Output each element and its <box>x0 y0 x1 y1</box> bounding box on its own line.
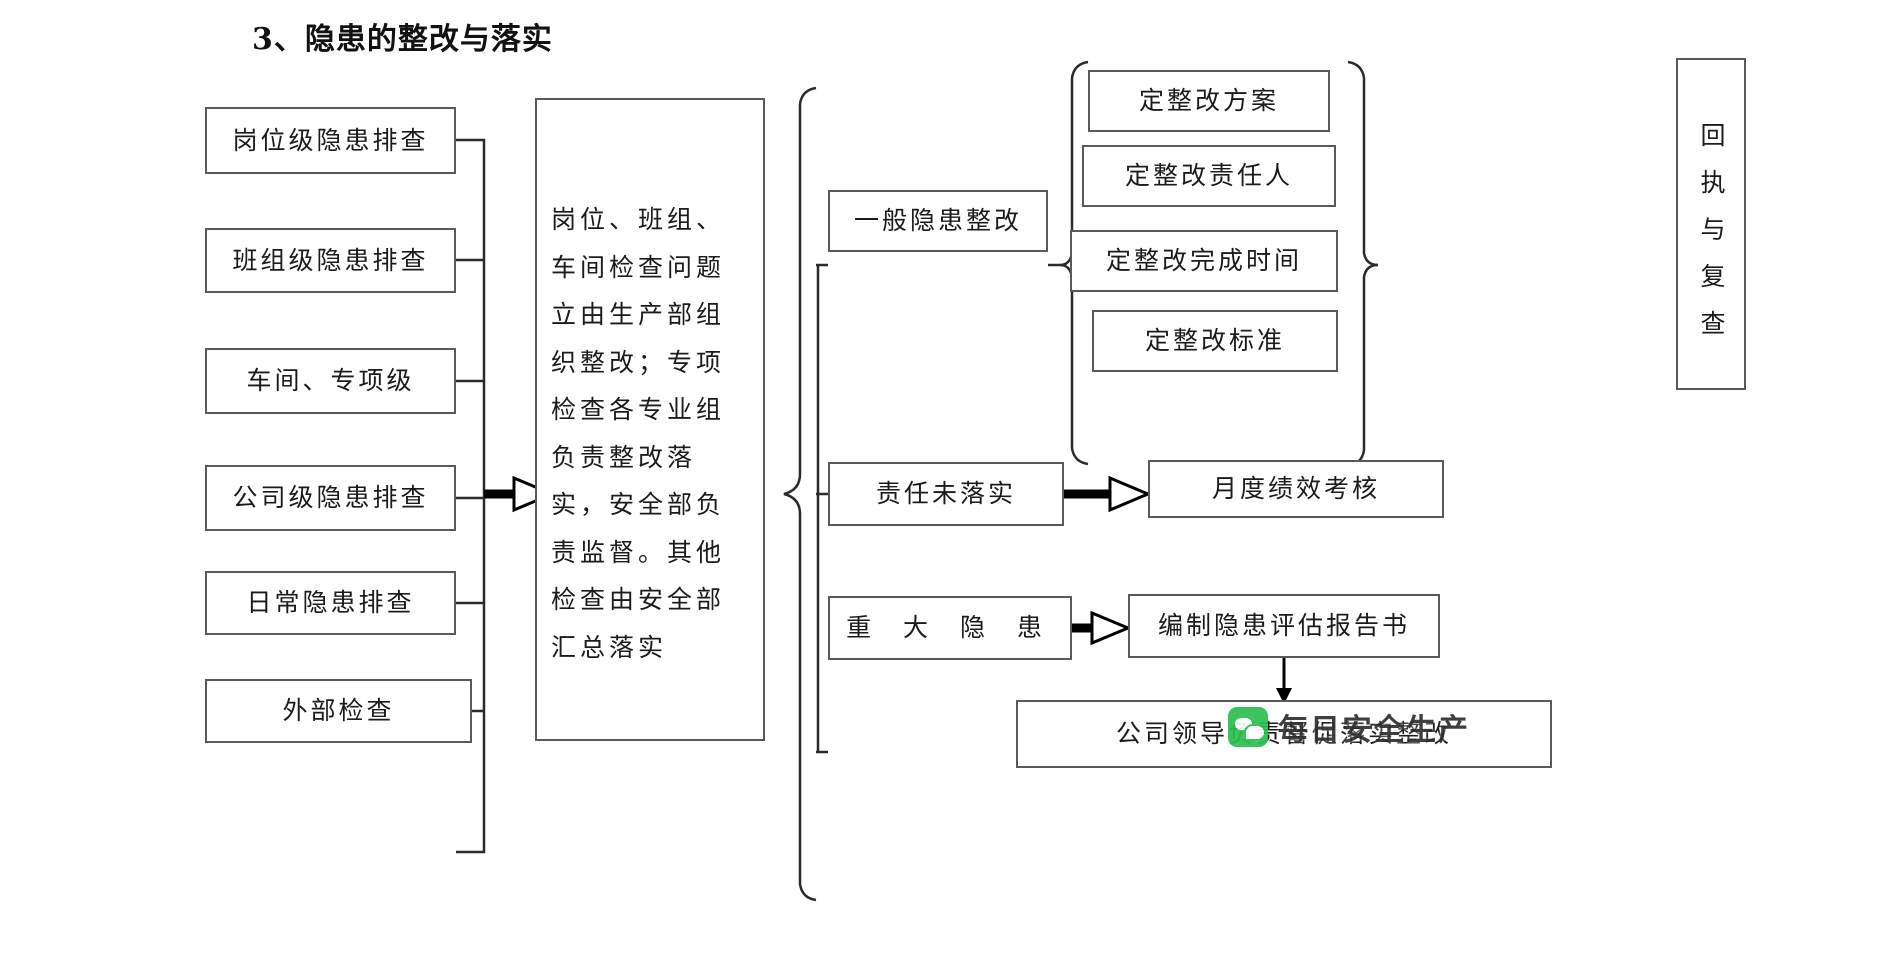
left-item-2-label: 车间、专项级 <box>246 366 415 396</box>
general-sub-1[interactable]: 定整改责任人 <box>1082 145 1336 207</box>
center-right-brace <box>783 86 817 902</box>
branch-general[interactable]: 一般隐患整改 <box>828 190 1048 252</box>
monthly-performance-label: 月度绩效考核 <box>1211 474 1380 504</box>
left-item-4-label: 日常隐患排查 <box>246 588 415 618</box>
branch-responsibility[interactable]: 责任未落实 <box>828 462 1064 526</box>
watermark-logo-icon <box>1228 707 1268 747</box>
monthly-performance-box[interactable]: 月度绩效考核 <box>1148 460 1444 518</box>
left-item-3[interactable]: 公司级隐患排查 <box>205 465 456 531</box>
hazard-report-box[interactable]: 编制隐患评估报告书 <box>1128 594 1440 658</box>
center-process-box[interactable]: 岗位、班组、车间检查问题立由生产部组织整改；专项检查各专业组负责整改落实，安全部… <box>535 98 765 741</box>
branch-fan <box>816 263 828 754</box>
general-sub-0[interactable]: 定整改方案 <box>1088 70 1330 132</box>
left-item-0-label: 岗位级隐患排查 <box>232 125 429 155</box>
arrow-major <box>1072 610 1132 646</box>
branch-general-label: 一般隐患整改 <box>853 206 1022 236</box>
general-sub-2-label: 定整改完成时间 <box>1105 246 1302 276</box>
general-sub-3[interactable]: 定整改标准 <box>1092 310 1338 372</box>
left-item-1[interactable]: 班组级隐患排查 <box>205 228 456 293</box>
general-sub-0-label: 定整改方案 <box>1138 86 1279 116</box>
center-process-label: 岗位、班组、车间检查问题立由生产部组织整改；专项检查各专业组负责整改落实，安全部… <box>551 205 726 662</box>
general-sub-2[interactable]: 定整改完成时间 <box>1070 230 1338 292</box>
watermark-text: 每日安全生产 <box>1278 713 1470 748</box>
left-item-4[interactable]: 日常隐患排查 <box>205 571 456 635</box>
arrow-responsibility <box>1064 475 1152 513</box>
hazard-report-label: 编制隐患评估报告书 <box>1157 611 1410 641</box>
branch-major-label: 重 大 隐 患 <box>846 613 1054 643</box>
left-item-5-label: 外部检查 <box>282 696 395 726</box>
leader-followup-label: 公司领导负责督促落实整改 <box>1115 719 1452 749</box>
arrow-report-to-leader <box>1276 658 1292 704</box>
left-item-1-label: 班组级隐患排查 <box>232 245 429 275</box>
left-item-2[interactable]: 车间、专项级 <box>205 348 456 414</box>
result-brace <box>1347 60 1379 468</box>
result-receipt-box[interactable]: 回执与复查 <box>1676 58 1746 390</box>
left-item-3-label: 公司级隐患排查 <box>232 483 429 513</box>
left-item-0[interactable]: 岗位级隐患排查 <box>205 107 456 174</box>
watermark: 每日安全生产 <box>1228 705 1470 749</box>
branch-responsibility-label: 责任未落实 <box>875 479 1016 509</box>
general-sub-1-label: 定整改责任人 <box>1124 161 1293 191</box>
left-bracket <box>456 138 486 854</box>
left-item-5[interactable]: 外部检查 <box>205 679 472 743</box>
page-title: 3、隐患的整改与落实 <box>252 22 553 57</box>
branch-major[interactable]: 重 大 隐 患 <box>828 596 1072 660</box>
result-receipt-label: 回执与复查 <box>1697 121 1726 357</box>
general-sub-3-label: 定整改标准 <box>1144 326 1285 356</box>
leader-followup-box[interactable]: 公司领导负责督促落实整改 <box>1016 700 1552 768</box>
